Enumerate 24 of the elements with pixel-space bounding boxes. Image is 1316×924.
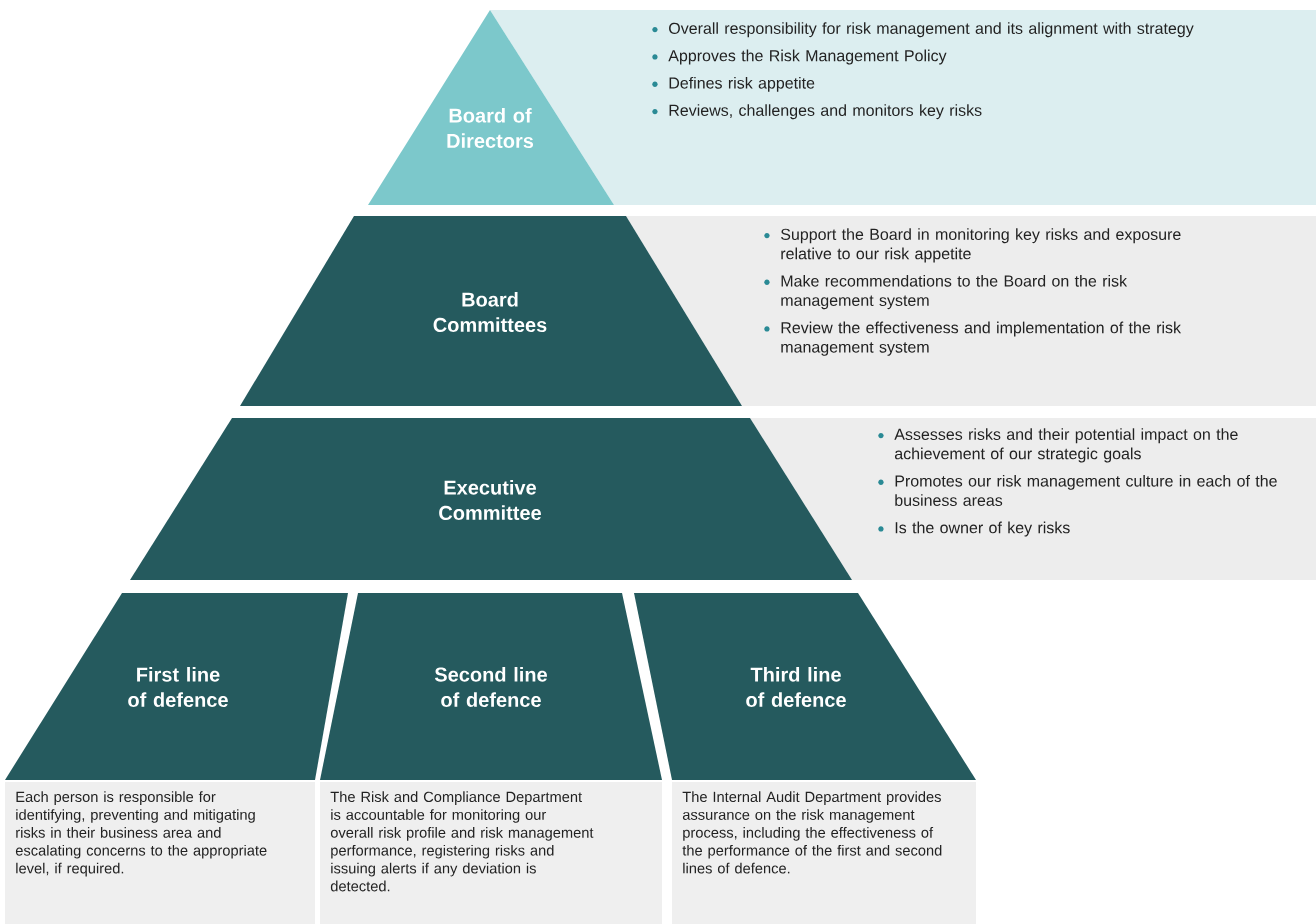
bullet-item: Support the Board in monitoring key risks and exposure relative to our risk appetite — [781, 228, 1181, 263]
bullet-item: Defines risk appetite — [669, 76, 815, 92]
pyramid-level: Third line of defence — [634, 593, 976, 780]
bullet-item: Make recommendations to the Board on the risk management system — [781, 274, 1128, 310]
bullet-item: Approves the Risk Management Policy — [668, 49, 947, 65]
bullet-item: Review the effectiveness and implementation of the risk management system — [781, 321, 1182, 356]
description-box: The Internal Audit Department provides assurance on the risk management process, including the effectiveness of the performance of the first and second lines of defence. — [672, 782, 976, 924]
node-label: Second line of defence — [434, 667, 547, 708]
bullet-item: Reviews, challenges and monitors key risks — [669, 104, 982, 120]
bullet-item: Is the owner of key risks — [895, 521, 1070, 537]
pyramid-level: First line of defence — [5, 593, 348, 780]
description-box: Each person is responsible for identifying, preventing and mitigating risks in their business area and escalating concerns to the appropriate level, if required. — [5, 782, 315, 924]
description-panel — [626, 216, 1316, 406]
pyramid-level: Board of Directors — [368, 10, 614, 205]
node-label: First line of defence — [128, 667, 228, 708]
pyramid-level: Board Committees — [240, 216, 742, 406]
bullet-item: Overall responsibility for risk management and its alignment with strategy — [669, 22, 1194, 38]
bullet-item: Promotes our risk management culture in each of the business areas — [895, 474, 1277, 506]
node-label: Third line of defence — [746, 667, 846, 708]
description-box: The Risk and Compliance Department is accountable for monitoring our overall risk profile and risk management performance, registering risks and issuing alerts if any deviation is detected. — [320, 782, 662, 924]
pyramid-level: Executive Committee — [130, 418, 852, 580]
bullet-item: Assesses risks and their potential impact on the achievement of our strategic goals — [894, 428, 1238, 463]
pyramid-level: Second line of defence — [320, 593, 662, 780]
description-panel — [750, 418, 1316, 580]
